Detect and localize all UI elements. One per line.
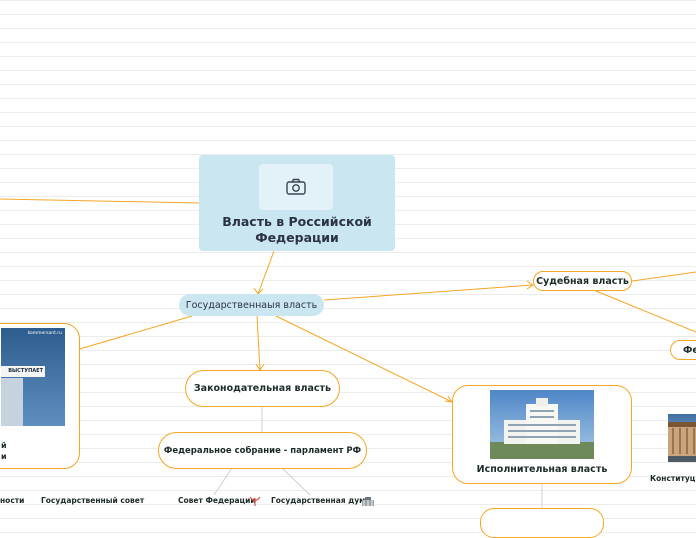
left-card-watermark: kommersant.ru — [27, 331, 62, 336]
link-state-left-card — [65, 315, 193, 354]
camera-icon — [286, 178, 306, 195]
federation-council-label[interactable]: Совет Федерации — [178, 496, 256, 505]
root-title-line1: Власть в Российской — [222, 214, 372, 229]
judicial-node[interactable]: Судебная власть — [533, 271, 632, 291]
left-card-sign: ВЫСТУПАЕТ — [1, 366, 45, 377]
left-card-text-line1: й — [1, 441, 7, 450]
white-house-building-icon — [490, 398, 594, 459]
link-state-executive — [275, 315, 453, 403]
state-council-label[interactable]: Государственный совет — [41, 496, 145, 505]
connection-lines — [0, 198, 696, 508]
federal-assembly-node[interactable]: Федеральное собрание - парламент РФ — [158, 432, 367, 469]
link-judicial-right1 — [631, 271, 696, 282]
constitutional-court-image — [668, 414, 696, 462]
executive-label: Исполнительная власть — [476, 464, 608, 475]
white-house-image — [490, 390, 594, 459]
link-state-judicial — [323, 284, 534, 301]
executive-child-node[interactable] — [480, 508, 604, 538]
link-judicial-right2 — [595, 290, 696, 333]
left-card-text-line2: и — [1, 452, 7, 461]
executive-node[interactable]: Исполнительная власть — [452, 385, 632, 484]
right-constitutional-label[interactable]: Конституц — [650, 474, 696, 483]
left-card-podium — [1, 378, 23, 426]
federation-council-emblem-icon — [249, 496, 261, 506]
right-federal-node[interactable]: Фед — [670, 340, 696, 360]
link-root-state — [257, 250, 275, 295]
root-node[interactable]: Власть в Российской Федерации — [199, 155, 395, 251]
root-title-line2: Федерации — [255, 230, 339, 245]
left-card-image: kommersant.ru ВЫСТУПАЕТ — [1, 328, 65, 426]
state-power-node[interactable]: Государственнаыя власть — [179, 294, 324, 316]
right-federal-label: Фед — [683, 344, 696, 356]
state-duma-label[interactable]: Государственная дума — [271, 496, 371, 505]
link-state-legislative — [256, 315, 261, 371]
root-title: Власть в Российской Федерации — [199, 214, 395, 246]
bottom-left-fragment[interactable]: ности — [0, 496, 25, 505]
left-photo-node[interactable]: kommersant.ru ВЫСТУПАЕТ й и — [0, 323, 80, 469]
court-building-icon — [668, 422, 696, 462]
left-card-text: й и — [1, 440, 7, 462]
legislative-node[interactable]: Законодательная власть — [185, 370, 340, 407]
photo-placeholder[interactable] — [259, 164, 333, 210]
duma-building-icon — [362, 497, 374, 506]
link-root-left — [0, 198, 200, 204]
